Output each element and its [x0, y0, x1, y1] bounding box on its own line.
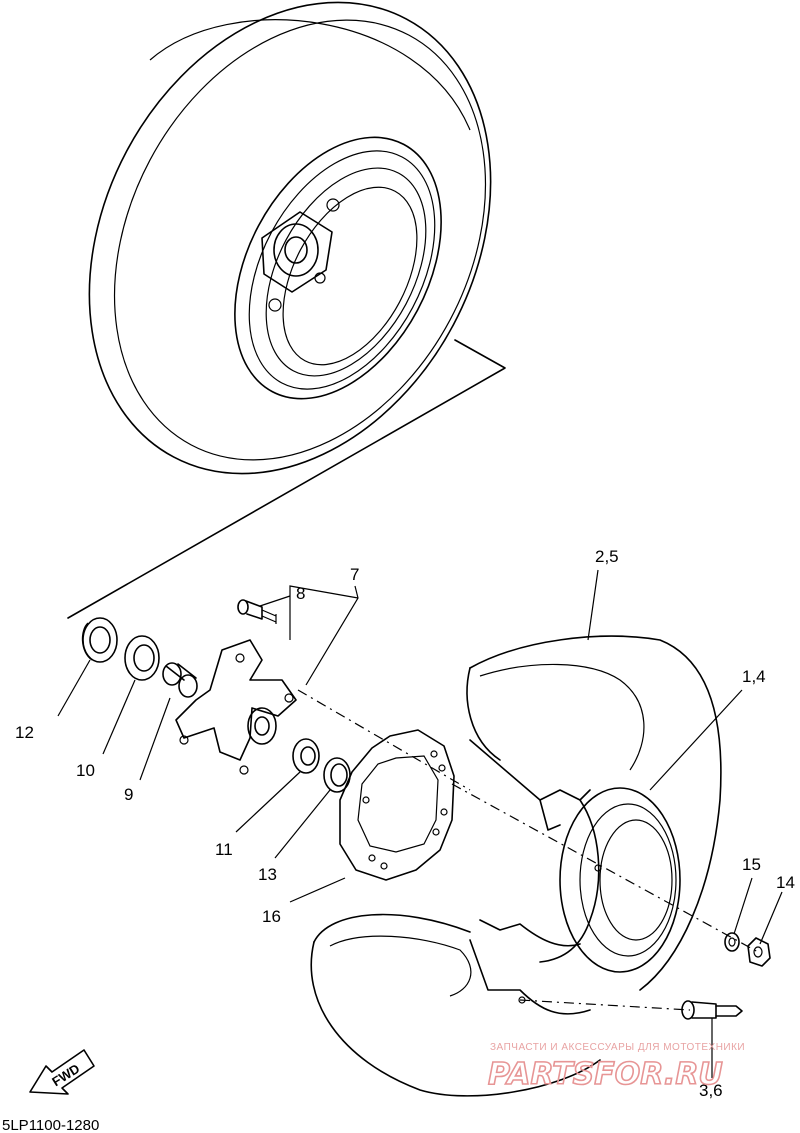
valve-part-3-6	[681, 1000, 743, 1020]
callout-10: 10	[76, 761, 95, 780]
callout-2-5: 2,5	[595, 547, 619, 566]
diagram-code: 5LP1100-1280	[2, 1117, 99, 1133]
valve-centerline	[519, 999, 691, 1011]
watermark: ЗАПЧАСТИ И АКСЕССУАРЫ ДЛЯ МОТОТЕХНИКИ PA…	[487, 1042, 745, 1093]
nut-part-14	[747, 937, 771, 967]
leader-lines	[57, 569, 783, 1078]
callout-9: 9	[124, 785, 133, 804]
rim-part-1-4	[469, 739, 681, 1015]
watermark-tagline: ЗАПЧАСТИ И АКСЕССУАРЫ ДЛЯ МОТОТЕХНИКИ	[490, 1042, 745, 1053]
tire-part-2-5	[310, 635, 722, 1097]
callout-14: 14	[776, 873, 795, 892]
callout-1-4: 1,4	[742, 667, 766, 686]
stud-centerline	[451, 783, 759, 953]
watermark-brand: PARTSFOR.RU	[488, 1057, 723, 1092]
bearing-part-12	[81, 617, 118, 663]
assembled-wheel	[67, 1, 506, 619]
callout-7: 7	[350, 565, 359, 584]
callout-15: 15	[742, 855, 761, 874]
callout-12: 12	[15, 723, 34, 742]
spacer-part-9	[162, 662, 198, 698]
bearing-part-10	[124, 635, 160, 681]
callout-3-6: 3,6	[699, 1081, 723, 1100]
brake-disc-part-16	[339, 729, 455, 881]
callout-11: 11	[215, 840, 233, 859]
stud-bolt-part-8	[237, 599, 277, 624]
callout-13: 13	[258, 865, 277, 884]
callout-16: 16	[262, 907, 281, 926]
hub-part-7	[175, 639, 297, 775]
bearing-part-11	[292, 738, 320, 774]
callout-8: 8	[296, 584, 305, 603]
washer-part-15	[724, 932, 740, 952]
fwd-direction-arrow: FWD	[29, 1049, 95, 1095]
